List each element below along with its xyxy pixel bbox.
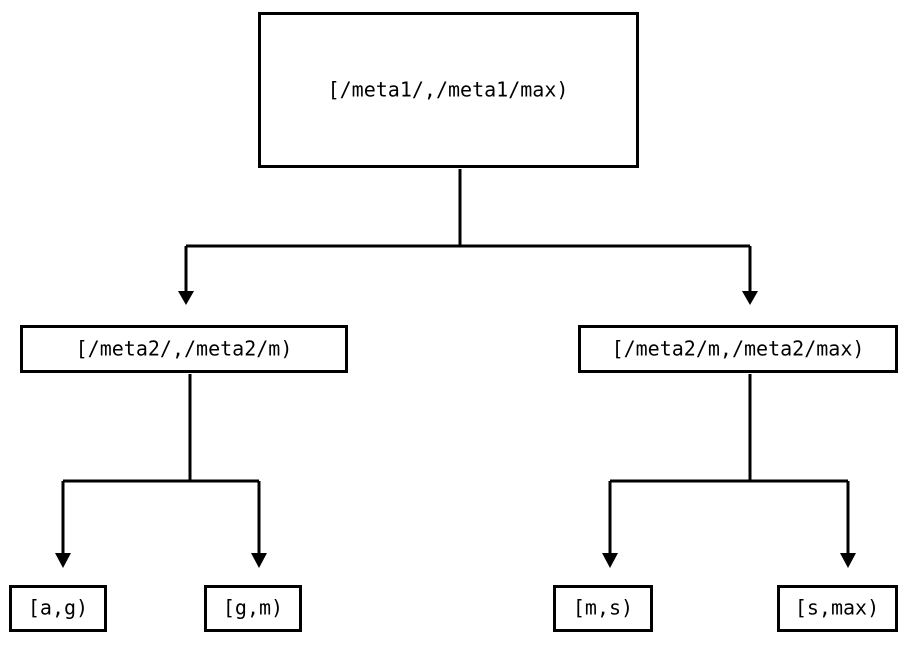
node-mid-right-box[interactable] bbox=[578, 325, 898, 373]
node-leaf-m-s[interactable]: [m,s) bbox=[553, 585, 653, 632]
node-mid-left-label: [/meta2/,/meta2/m) bbox=[76, 337, 293, 361]
node-leaf-m-s-label: [m,s) bbox=[573, 596, 633, 620]
node-leaf-g-m[interactable]: [g,m) bbox=[204, 585, 302, 632]
node-leaf-g-m-label: [g,m) bbox=[223, 596, 283, 620]
edge-group-mid-left bbox=[55, 374, 267, 568]
arrowhead-midright-to-m-s bbox=[602, 553, 618, 568]
node-mid-left-box[interactable] bbox=[20, 325, 348, 373]
arrowhead-root-to-mid-left bbox=[178, 291, 194, 305]
arrowhead-midleft-to-g-m bbox=[251, 553, 267, 568]
node-leaf-s-max-box[interactable] bbox=[777, 585, 898, 632]
node-leaf-s-max-label: [s,max) bbox=[795, 596, 879, 620]
node-leaf-s-max[interactable]: [s,max) bbox=[777, 585, 898, 632]
node-mid-left[interactable]: [/meta2/,/meta2/m) bbox=[20, 325, 348, 373]
edge-group-mid-right bbox=[602, 374, 856, 568]
node-leaf-a-g[interactable]: [a,g) bbox=[9, 585, 107, 632]
node-root-label: [/meta1/,/meta1/max) bbox=[328, 78, 569, 102]
node-leaf-a-g-box[interactable] bbox=[9, 585, 107, 632]
arrowhead-midleft-to-a-g bbox=[55, 553, 71, 568]
arrowhead-midright-to-s-max bbox=[840, 553, 856, 568]
node-mid-right[interactable]: [/meta2/m,/meta2/max) bbox=[578, 325, 898, 373]
node-root[interactable]: [/meta1/,/meta1/max) bbox=[258, 12, 639, 168]
node-root-box[interactable] bbox=[258, 12, 639, 168]
node-mid-right-label: [/meta2/m,/meta2/max) bbox=[612, 337, 865, 361]
node-leaf-g-m-box[interactable] bbox=[204, 585, 302, 632]
edge-group-root bbox=[178, 169, 758, 305]
node-leaf-a-g-label: [a,g) bbox=[28, 596, 88, 620]
arrowhead-root-to-mid-right bbox=[742, 291, 758, 305]
node-leaf-m-s-box[interactable] bbox=[553, 585, 653, 632]
